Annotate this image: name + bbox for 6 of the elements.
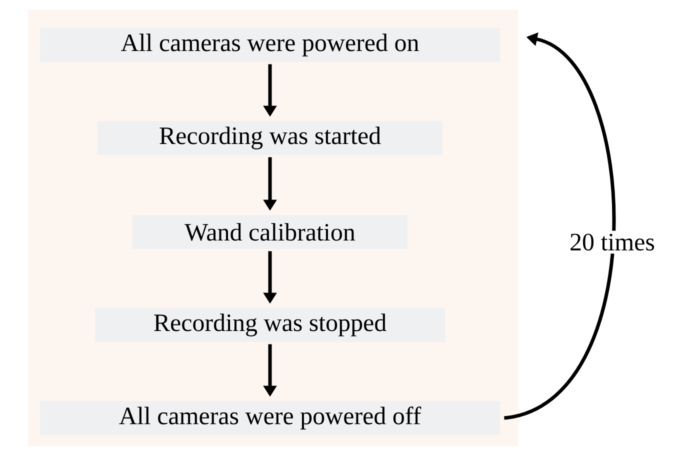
step-box: All cameras were powered on: [40, 28, 500, 62]
step-box: All cameras were powered off: [40, 401, 500, 435]
step-box: Recording was started: [98, 121, 442, 155]
edge-label: 20 times: [566, 230, 658, 254]
step-box: Wand calibration: [132, 215, 408, 249]
step-box: Recording was stopped: [95, 308, 445, 342]
